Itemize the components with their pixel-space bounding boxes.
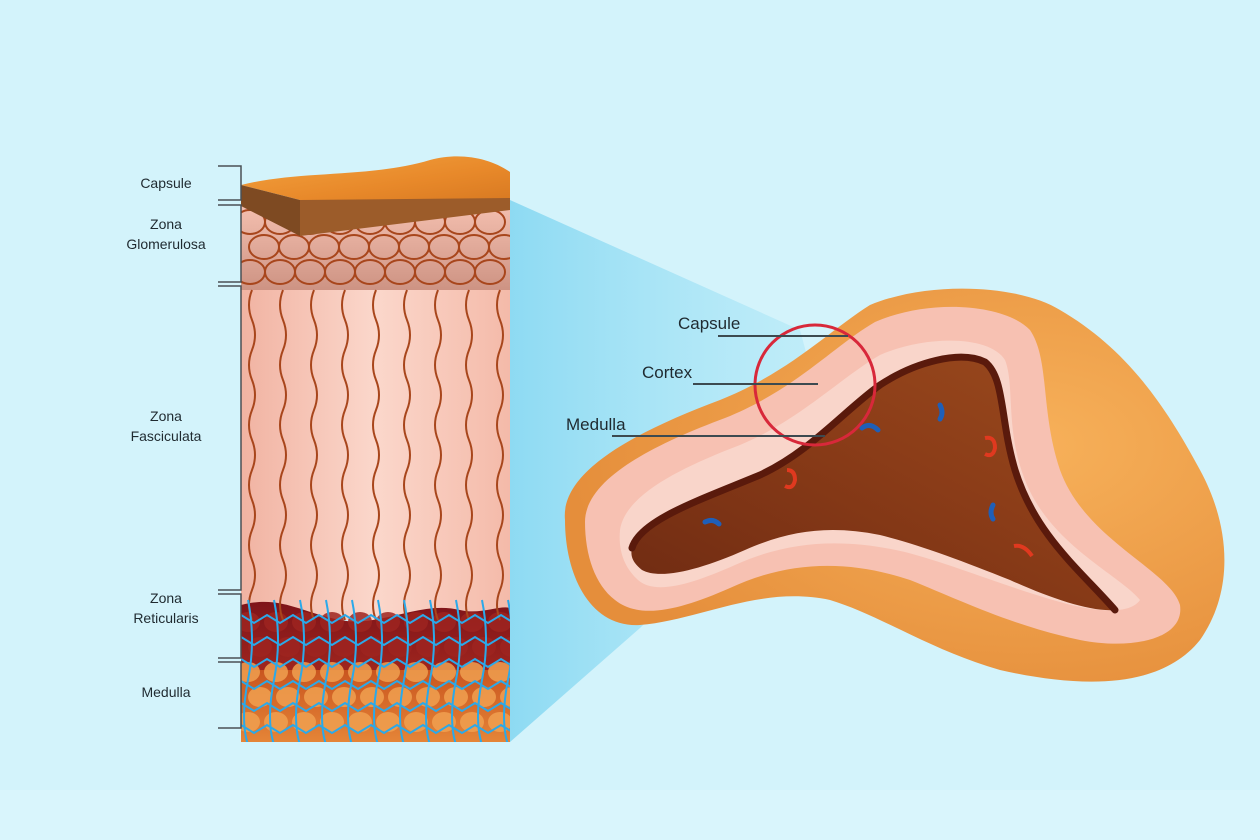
cortex-layer-column [241,156,510,742]
label-zona-glomerulosa-line: Zona [150,216,182,232]
label-capsule-layer-line: Capsule [140,175,192,191]
capsule-side-left [241,185,300,236]
blue-vessel [399,599,409,742]
medulla-cell [248,687,272,707]
medulla-cell [444,687,468,707]
medulla-cell [404,612,428,632]
capsule-top [241,156,510,200]
label-zona-fasciculata-line: Zona [150,408,182,424]
artery-mark [984,435,998,458]
medulla-cell [488,662,510,682]
label-zona-glomerulosa-line: Glomerulosa [126,236,206,252]
medulla-cell [241,712,260,732]
medulla-cell [320,662,344,682]
blue-vessel [269,599,279,742]
fasciculata-vessels [248,289,504,621]
medulla-cell [432,712,456,732]
medulla-cell [376,712,400,732]
glomerulosa-cell [474,259,506,285]
artery-mark [784,468,798,490]
medulla-cell [276,687,300,707]
medulla-cell [500,637,510,657]
medulla-cell [276,637,300,657]
medulla-cell [241,612,260,632]
zona-fasciculata-layer [241,290,510,620]
fasciculata-vessel [434,289,442,621]
medulla-cell [404,712,428,732]
blue-vessel [241,679,510,691]
blue-vessel [451,599,461,742]
blue-vessel [373,599,383,742]
fasciculata-vessel [310,289,318,621]
medulla-cell [472,637,496,657]
medulla-cell [248,637,272,657]
blue-vessel [295,599,305,742]
blue-vessel [241,635,510,647]
blue-vessel [477,599,487,742]
label-zona-reticularis-line: Reticularis [133,610,198,626]
blue-vessel [241,657,510,669]
fasciculata-vessel [403,289,411,621]
fasciculata-vessel [248,289,256,621]
medulla-cell [444,637,468,657]
label-zona-fasciculata-line: Fasciculata [131,428,202,444]
blue-vessel [425,599,435,742]
blue-vessel [503,599,510,742]
artery-mark [1013,543,1034,558]
blue-vessel-network [241,599,510,742]
medulla-cell [376,662,400,682]
vein-mark [859,422,881,433]
fasciculata-vessel [341,289,349,621]
gland-medulla-rim [628,353,1119,614]
medulla-cell [360,687,384,707]
label-medulla-layer-line: Medulla [141,684,190,700]
medulla-cell [332,637,356,657]
glomerulosa-cell [488,234,510,260]
fasciculata-vessel [372,289,380,621]
medulla-cell [388,687,412,707]
blue-vessel [347,599,357,742]
fasciculata-vessel [465,289,473,621]
vein-mark [702,517,722,527]
medulla-cell [432,662,456,682]
blue-vessel [243,599,253,742]
fasciculata-vessel [279,289,287,621]
vein-mark [937,402,945,422]
medulla-cell [360,637,384,657]
label-capsule-layer: Capsule [140,175,192,191]
background-bottom-band [0,790,1260,840]
gland-cross-section [564,288,1225,682]
label-capsule-right: Capsule [678,314,740,333]
medulla-cell [264,712,288,732]
gland-medulla [631,357,1115,611]
label-medulla-layer: Medulla [141,684,190,700]
vein-mark [988,502,996,522]
blue-vessel [241,613,510,625]
medulla-cell [292,662,316,682]
label-zona-reticularis-line: Zona [150,590,182,606]
layer-brackets [218,165,242,729]
medulla-cell [460,662,484,682]
medulla-cell [432,612,456,632]
medulla-cell [320,712,344,732]
capsule-side-front [300,198,510,236]
fasciculata-vessel [496,289,504,621]
label-medulla-right: Medulla [566,415,626,434]
blue-vessel [321,599,331,742]
label-cortex-right: Cortex [642,363,693,382]
